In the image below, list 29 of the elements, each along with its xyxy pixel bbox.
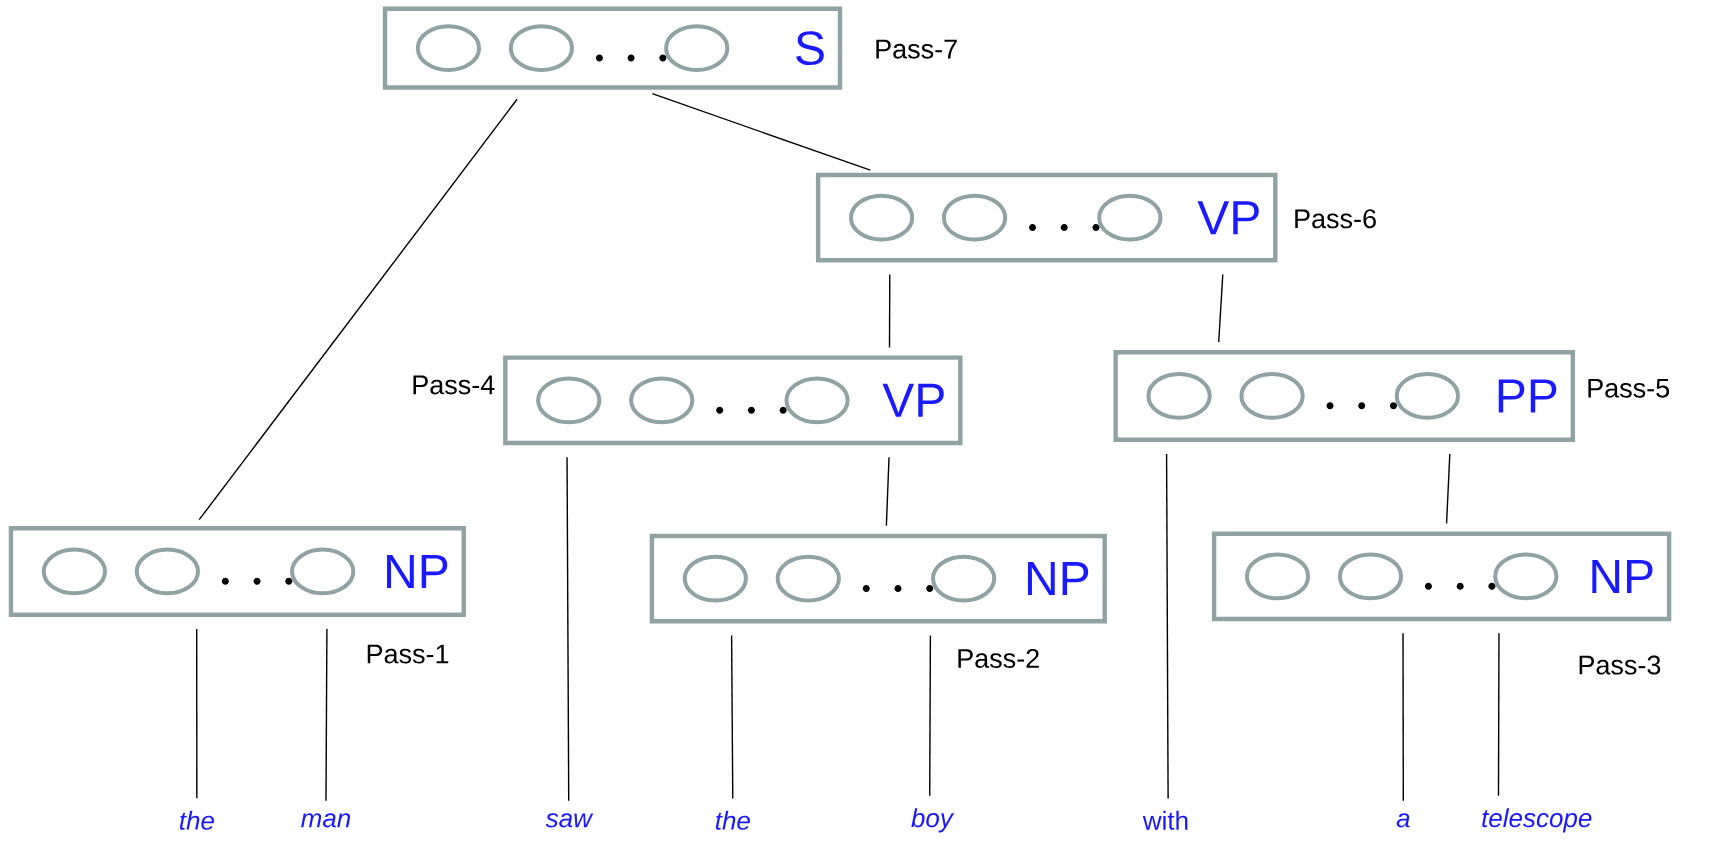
word: man	[301, 812, 351, 828]
word: the	[180, 810, 214, 830]
tree-line	[1218, 273, 1224, 343]
tree-line	[1165, 452, 1169, 799]
tree-line	[566, 456, 570, 802]
word: telescope	[1482, 807, 1592, 833]
word: the	[715, 810, 750, 830]
tree-line	[888, 273, 891, 348]
tree-line	[730, 634, 734, 799]
word: a	[1396, 812, 1410, 828]
tree-line	[1497, 632, 1500, 797]
tree-line	[885, 456, 890, 527]
tree-line	[929, 634, 932, 797]
pass-label: Pass-5	[1588, 378, 1670, 398]
pass-label: Pass-1	[367, 644, 449, 664]
word: with	[1142, 810, 1188, 830]
tree-line	[196, 627, 198, 799]
word: saw	[545, 812, 594, 828]
pass-label: Pass-4	[413, 375, 495, 395]
tree-line	[1402, 632, 1404, 802]
pass-label: Pass-2	[958, 648, 1039, 668]
word: boy	[911, 807, 955, 833]
tree-line	[198, 98, 518, 521]
tree-line	[1445, 452, 1451, 525]
tree-line	[651, 92, 871, 171]
tree-line	[325, 627, 328, 802]
pass-label: Pass-3	[1579, 655, 1661, 675]
pass-label: Pass-7	[876, 39, 957, 59]
pass-label: Pass-6	[1295, 208, 1376, 229]
